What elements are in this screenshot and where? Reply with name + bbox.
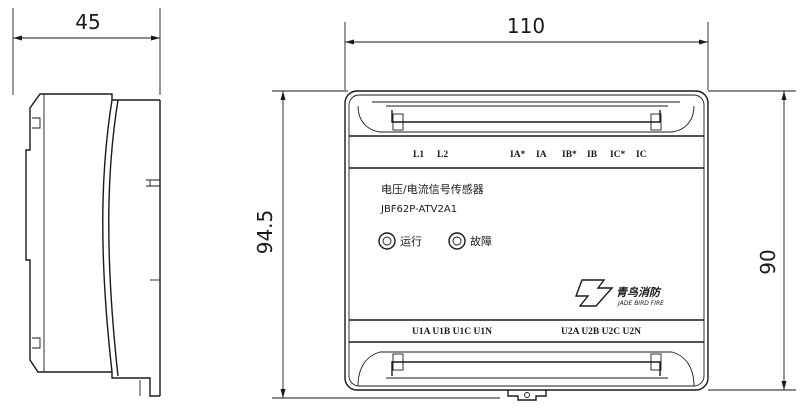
front-view: 110 94.5 90 L1 L2 IA* IA IB* IB IC* bbox=[253, 14, 796, 401]
brand-name-cn: 青鸟消防 bbox=[616, 286, 662, 299]
terminal-label-ib: IB bbox=[587, 150, 598, 160]
dimension-front-width: 110 bbox=[507, 14, 545, 38]
brand-logo: 青鸟消防 JADE BIRD FIRE bbox=[574, 279, 664, 307]
terminal-labels-bottom-right: U2A U2B U2C U2N bbox=[561, 327, 641, 337]
terminal-label-ia: IA bbox=[536, 150, 547, 160]
terminal-label-ic: IC bbox=[636, 150, 647, 160]
dimension-side-width: 45 bbox=[75, 10, 100, 34]
terminal-label-ia-star: IA* bbox=[510, 150, 526, 160]
dimension-overall-height: 94.5 bbox=[253, 210, 277, 255]
terminal-label-l2: L2 bbox=[437, 150, 448, 160]
terminal-labels-bottom-left: U1A U1B U1C U1N bbox=[412, 327, 492, 337]
fault-indicator-label: 故障 bbox=[470, 234, 492, 248]
dimension-body-height: 90 bbox=[756, 249, 780, 274]
product-model: JBF62P-ATV2A1 bbox=[380, 204, 457, 215]
fault-indicator bbox=[448, 232, 466, 250]
terminal-label-ic-star: IC* bbox=[610, 150, 626, 160]
run-indicator-label: 运行 bbox=[400, 235, 422, 248]
terminal-label-ib-star: IB* bbox=[562, 150, 577, 160]
product-name: 电压/电流信号传感器 bbox=[381, 182, 484, 196]
side-view: 45 bbox=[12, 8, 161, 397]
terminal-label-l1: L1 bbox=[413, 150, 424, 160]
run-indicator bbox=[378, 232, 396, 250]
brand-name-en: JADE BIRD FIRE bbox=[617, 300, 664, 307]
